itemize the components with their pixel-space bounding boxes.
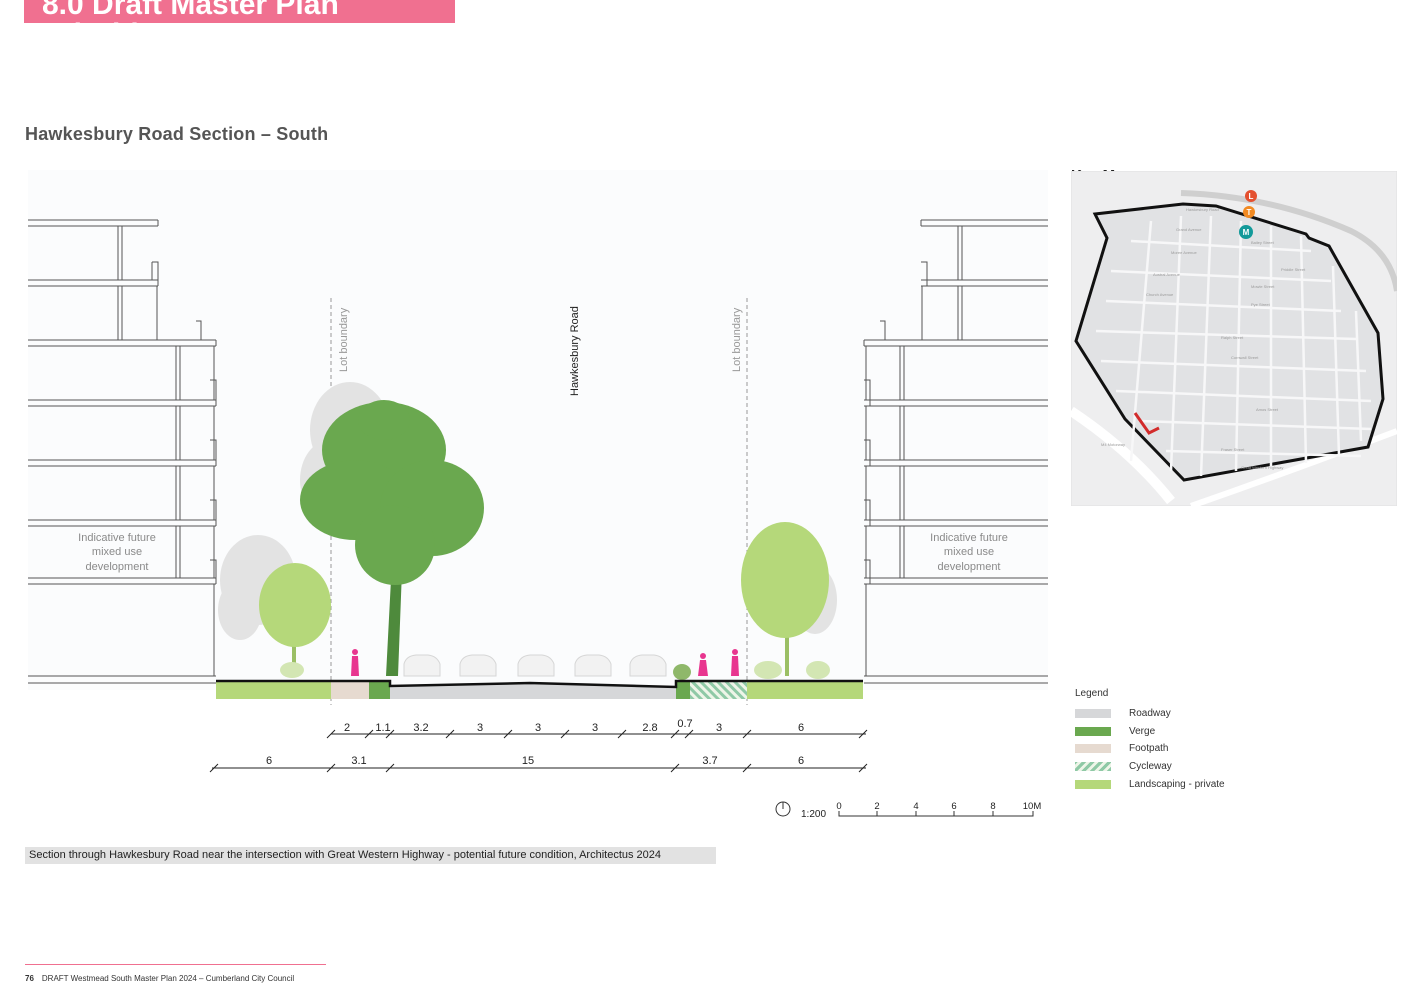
- shrubs: [280, 661, 830, 680]
- dim-bottom-3: 15: [522, 755, 534, 767]
- scale-tick-6: 6: [951, 801, 956, 812]
- keymap-street-4: Austral Avenue: [1153, 272, 1181, 277]
- legend-label: Cycleway: [1129, 761, 1172, 773]
- right-small-tree: [741, 522, 829, 676]
- dim-top-2: 1.1: [375, 722, 390, 734]
- road-label: Hawkesbury Road: [569, 306, 581, 396]
- legend-item-cycleway: Cycleway: [1075, 758, 1255, 776]
- scale-tick-0: 0: [836, 801, 841, 812]
- legend-item-landscaping: Landscaping - private: [1075, 775, 1255, 793]
- scale-tick-2: 2: [874, 801, 879, 812]
- left-building: [28, 219, 217, 684]
- legend-label: Verge: [1129, 725, 1156, 737]
- left-verge: [369, 682, 390, 699]
- cars: [403, 654, 667, 677]
- landscaping-swatch: [1075, 779, 1111, 789]
- key-map: Hawkesbury Road Grand Avenue Moree Avenu…: [1071, 171, 1397, 506]
- left-building-label-1: Indicative future: [78, 532, 156, 544]
- right-building-label-2: mixed use: [944, 546, 994, 558]
- legend-label: Footpath: [1129, 743, 1169, 755]
- section-title: Hawkesbury Road Section – South: [25, 124, 329, 144]
- legend-item-footpath: Footpath: [1075, 740, 1255, 758]
- footer-text: DRAFT Westmead South Master Plan 2024 – …: [41, 974, 295, 983]
- cycleway-swatch: [1075, 762, 1111, 772]
- scale-tick-8: 8: [990, 801, 995, 812]
- dim-bottom-5: 6: [798, 755, 804, 767]
- keymap-street-9: Pye Street: [1251, 302, 1271, 307]
- train-badge-label: T: [1247, 208, 1252, 217]
- legend: Legend Roadway Verge Footpath Cycleway L…: [1075, 688, 1255, 793]
- dim-top-8: 0.7: [677, 718, 692, 730]
- dim-top-1: 2: [344, 722, 350, 734]
- scale-tick-10: 10M: [1023, 801, 1042, 812]
- keymap-street-10: Ralph Street: [1221, 335, 1244, 340]
- keymap-street-2: Grand Avenue: [1176, 227, 1202, 232]
- dim-bottom-2: 3.1: [351, 755, 366, 767]
- keymap-street-13: Fraser Street: [1221, 447, 1245, 452]
- legend-label: Roadway: [1129, 708, 1171, 720]
- right-lot-boundary-label: Lot boundary: [731, 307, 743, 372]
- dim-top-9: 3: [716, 722, 722, 734]
- roadway: [390, 683, 676, 699]
- legend-label: Landscaping - private: [1129, 778, 1225, 790]
- dim-top-5: 3: [535, 722, 541, 734]
- scale-tick-4: 4: [913, 801, 918, 812]
- footpath-swatch: [1075, 744, 1111, 754]
- keymap-street-3: Moree Avenue: [1171, 250, 1197, 255]
- figure-caption: Section through Hawkesbury Road near the…: [25, 847, 716, 864]
- chapter-title: 8.0 Draft Master Plan Priorities: [42, 0, 339, 23]
- right-building-label-3: development: [938, 561, 1001, 573]
- dim-top-7: 2.8: [642, 722, 657, 734]
- roadway-swatch: [1075, 709, 1111, 719]
- street-section-diagram: Indicative future mixed use development …: [28, 170, 1048, 820]
- legend-item-roadway: Roadway: [1075, 705, 1255, 723]
- keymap-street-1: Hawkesbury Road: [1186, 207, 1219, 212]
- left-building-label-2: mixed use: [92, 546, 142, 558]
- dimension-lines: [209, 729, 868, 773]
- left-building-label-3: development: [86, 561, 149, 573]
- metro-icon: [1239, 225, 1253, 239]
- light-rail-badge-label: L: [1249, 192, 1254, 201]
- dim-top-3: 3.2: [413, 722, 428, 734]
- verge-swatch: [1075, 726, 1111, 736]
- page-number: 76: [25, 974, 34, 983]
- footer-rule: [25, 964, 326, 965]
- left-lot-boundary-label: Lot boundary: [338, 307, 350, 372]
- keymap-street-14: Great Western Highway: [1241, 465, 1283, 470]
- dim-bottom-4: 3.7: [702, 755, 717, 767]
- dim-top-6: 3: [592, 722, 598, 734]
- cycleway: [690, 682, 747, 699]
- left-footpath: [331, 682, 369, 699]
- keymap-street-6: Bailey Street: [1251, 240, 1275, 245]
- dim-top-4: 3: [477, 722, 483, 734]
- keymap-street-7: Priddle Street: [1281, 267, 1306, 272]
- train-icon: [1243, 206, 1255, 218]
- footer: 76 DRAFT Westmead South Master Plan 2024 …: [25, 974, 294, 983]
- pedestrians: [351, 649, 739, 676]
- large-street-tree: [300, 400, 484, 676]
- legend-title: Legend: [1075, 688, 1109, 699]
- keymap-street-11: Cornwall Street: [1231, 355, 1259, 360]
- left-small-tree: [259, 563, 331, 676]
- keymap-street-8: Mowle Street: [1251, 284, 1275, 289]
- left-landscaping: [216, 682, 331, 699]
- right-building-label-1: Indicative future: [930, 532, 1008, 544]
- scale-bar: 1:200 0 2 4 6 8 10M: [775, 801, 1042, 820]
- legend-item-verge: Verge: [1075, 723, 1255, 741]
- right-verge: [676, 682, 690, 699]
- metro-badge-label: M: [1243, 228, 1250, 237]
- keymap-street-15: M4 Motorway: [1101, 442, 1125, 447]
- ground-line: [216, 679, 863, 689]
- keymap-street-12: Amos Street: [1256, 407, 1279, 412]
- keymap-street-5: Church Avenue: [1146, 292, 1174, 297]
- scale-ratio: 1:200: [801, 809, 826, 820]
- dim-top-10: 6: [798, 722, 804, 734]
- right-landscaping: [747, 682, 863, 699]
- sky-background: [28, 170, 1048, 690]
- dim-bottom-1: 6: [266, 755, 272, 767]
- chapter-tab: 8.0 Draft Master Plan Priorities: [24, 0, 455, 23]
- section-location-marker: [1133, 412, 1160, 435]
- light-rail-icon: [1245, 190, 1257, 202]
- right-building: [863, 219, 1048, 684]
